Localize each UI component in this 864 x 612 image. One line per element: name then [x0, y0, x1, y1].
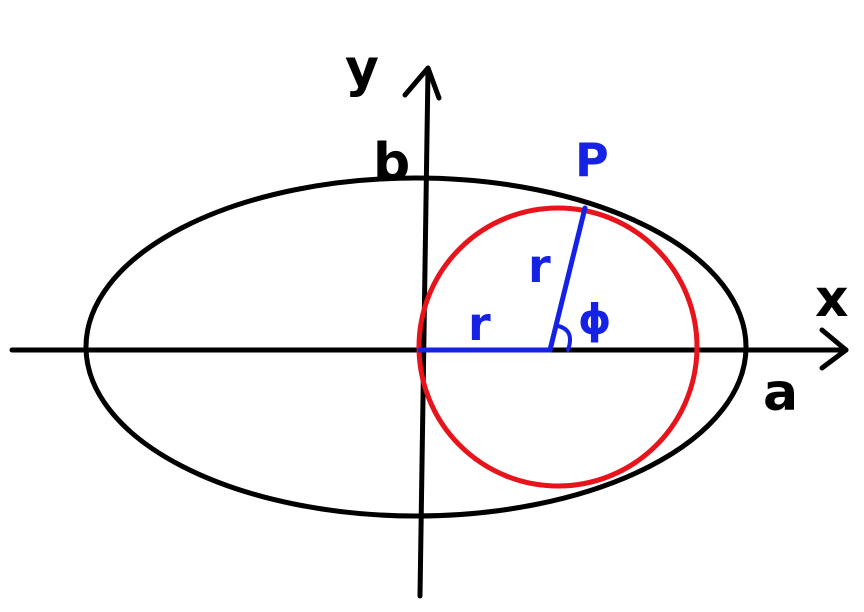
radius-to-p — [547, 205, 588, 353]
label-p: P — [575, 133, 609, 187]
label-r-horizontal: r — [468, 297, 491, 351]
x-axis-arrowhead — [819, 327, 849, 371]
label-b: b — [373, 133, 410, 193]
circle — [416, 205, 700, 489]
label-a: a — [763, 363, 798, 423]
label-r-slanted: r — [528, 239, 551, 293]
y-axis-line — [417, 67, 431, 599]
y-axis-arrowhead — [402, 65, 442, 101]
y-axis-label: y — [345, 39, 379, 99]
label-phi: ϕ — [578, 295, 611, 344]
angle-phi-arc — [556, 324, 572, 352]
x-axis-label: x — [815, 269, 849, 329]
ellipse — [83, 175, 749, 519]
